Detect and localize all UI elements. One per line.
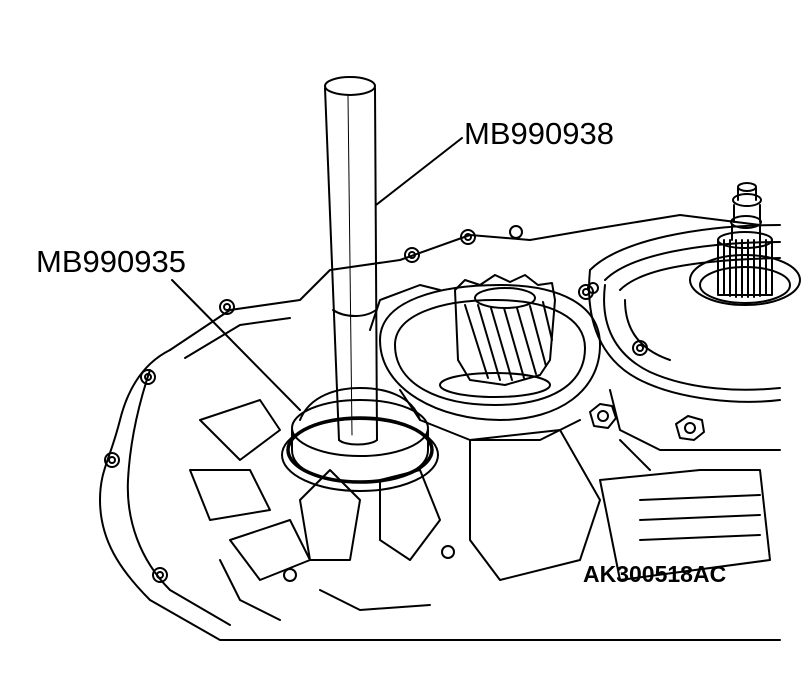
bearing-race — [281, 416, 439, 492]
callout-installer-cup: MB990935 — [36, 244, 186, 279]
leader-line-installer-bar — [375, 137, 463, 206]
transaxle-case — [99, 214, 781, 641]
housing-bolts — [587, 282, 705, 441]
clutch-housing — [588, 224, 801, 471]
input-shaft — [717, 182, 773, 298]
leader-line-installer-cup — [171, 279, 301, 411]
pinion-gear — [439, 274, 556, 398]
installer-cup — [291, 387, 429, 483]
callout-installer-bar: MB990938 — [464, 116, 614, 151]
figure-code: AK300518AC — [583, 561, 727, 587]
differential-housing — [369, 284, 601, 441]
installer-bar — [324, 76, 378, 446]
